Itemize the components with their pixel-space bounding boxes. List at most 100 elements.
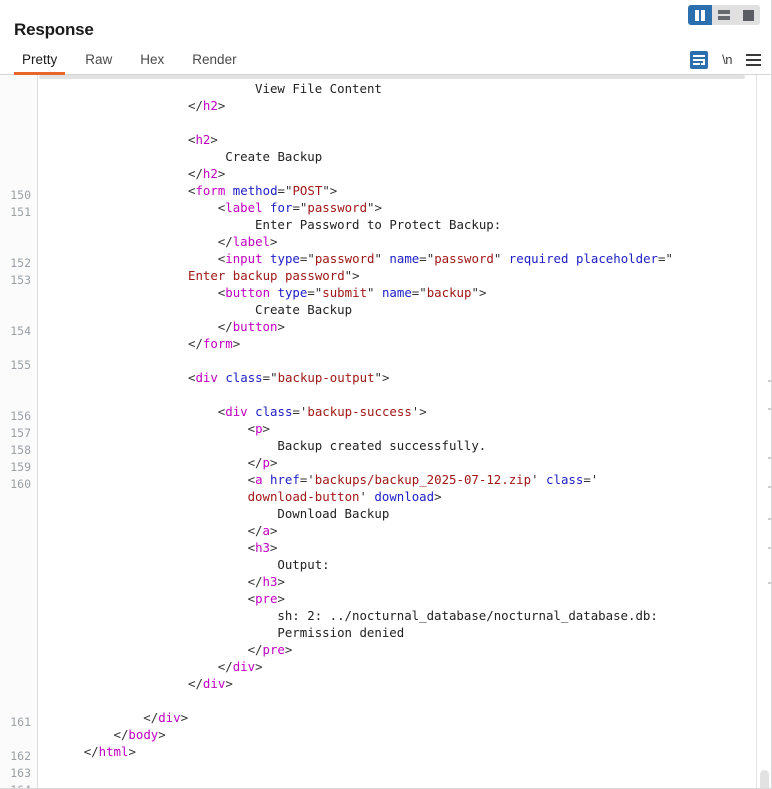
code-token-attr: required bbox=[508, 251, 569, 266]
code-line: Enter backup password"> bbox=[188, 267, 360, 284]
code-token-punct: "> bbox=[322, 183, 338, 198]
layout-split-horizontal-button[interactable] bbox=[712, 5, 736, 25]
code-token-punct: '> bbox=[411, 404, 427, 419]
code-token-tag: body bbox=[128, 727, 159, 742]
layout-split-vertical-button[interactable] bbox=[688, 5, 712, 25]
code-token-val: password bbox=[314, 251, 375, 266]
code-token-tag: pre bbox=[255, 591, 278, 606]
vertical-scrollbar-thumb[interactable] bbox=[760, 770, 769, 788]
line-number: 155 bbox=[10, 358, 31, 372]
code-token-punct: =" bbox=[658, 251, 673, 266]
code-token-punct: < bbox=[188, 183, 196, 198]
code-token-text bbox=[263, 251, 270, 266]
scrollbar-mark bbox=[768, 380, 771, 382]
code-token-tag: a bbox=[262, 523, 270, 538]
code-token-val: Enter backup password bbox=[188, 268, 345, 283]
tab-pretty[interactable]: Pretty bbox=[8, 44, 71, 75]
code-line: </body> bbox=[114, 726, 166, 743]
code-line: Download Backup bbox=[277, 505, 389, 522]
code-token-text bbox=[225, 183, 232, 198]
code-token-val: backup-output bbox=[277, 370, 375, 385]
code-token-attr: type bbox=[270, 251, 300, 266]
code-token-punct: < bbox=[217, 285, 226, 300]
code-token-val: submit bbox=[322, 285, 368, 300]
code-token-punct: "> bbox=[471, 285, 487, 300]
tab-render-label: Render bbox=[192, 51, 237, 67]
horizontal-scrollbar[interactable] bbox=[39, 75, 745, 79]
code-token-val: password bbox=[434, 251, 494, 266]
code-token-punct: </ bbox=[247, 574, 263, 589]
word-wrap-button[interactable] bbox=[690, 50, 709, 69]
code-token-attr: type bbox=[277, 285, 308, 300]
code-token-text: Create Backup bbox=[225, 149, 323, 164]
code-line: </div> bbox=[188, 675, 233, 692]
code-token-tag: h3 bbox=[255, 540, 270, 555]
code-line: </form> bbox=[188, 335, 240, 352]
code-line: download-button' download> bbox=[248, 488, 442, 505]
code-token-tag: a bbox=[255, 472, 263, 487]
editor-tools: \n bbox=[690, 44, 761, 75]
line-number: 154 bbox=[10, 324, 31, 338]
code-token-tag: div bbox=[225, 404, 248, 419]
code-token-punct: > bbox=[277, 574, 285, 589]
code-token-punct: " bbox=[493, 251, 509, 266]
layout-single-pane-button[interactable] bbox=[736, 5, 760, 25]
tab-raw[interactable]: Raw bbox=[71, 44, 126, 74]
code-token-text bbox=[263, 200, 270, 215]
code-line: <div class="backup-output"> bbox=[188, 369, 389, 386]
line-number: 163 bbox=[10, 766, 31, 780]
scrollbar-mark bbox=[768, 518, 771, 520]
code-line: <p> bbox=[248, 420, 270, 437]
code-token-text: Output: bbox=[277, 557, 330, 572]
scrollbar-mark bbox=[768, 457, 771, 459]
code-token-punct: =" bbox=[419, 251, 435, 266]
code-token-val: password bbox=[307, 200, 368, 215]
single-pane-icon bbox=[742, 9, 754, 21]
newline-toggle-button[interactable]: \n bbox=[722, 52, 732, 67]
overflow-menu-button[interactable] bbox=[746, 53, 761, 66]
code-token-text bbox=[263, 472, 270, 487]
code-content[interactable]: View File Content</h2><h2>Create Backup<… bbox=[39, 75, 755, 788]
code-line: Output: bbox=[277, 556, 329, 573]
code-token-attr: placeholder bbox=[575, 251, 659, 266]
code-token-punct: "> bbox=[344, 268, 360, 283]
tab-raw-label: Raw bbox=[85, 51, 113, 67]
code-token-punct: </ bbox=[217, 319, 233, 334]
code-token-attr: name bbox=[381, 285, 412, 300]
code-line: sh: 2: ../nocturnal_database/nocturnal_d… bbox=[277, 607, 657, 624]
code-line: Create Backup bbox=[225, 148, 322, 165]
line-number: 157 bbox=[10, 426, 31, 440]
line-number: 150 bbox=[10, 188, 31, 202]
code-token-punct: > bbox=[269, 455, 278, 470]
vertical-scrollbar[interactable] bbox=[756, 75, 771, 788]
code-line: <label for="password"> bbox=[218, 199, 382, 216]
code-token-punct: </ bbox=[217, 234, 233, 249]
line-number: 151 bbox=[10, 205, 31, 219]
line-number: 156 bbox=[10, 409, 31, 423]
tab-hex[interactable]: Hex bbox=[126, 44, 178, 74]
code-token-tag: pre bbox=[262, 642, 285, 657]
code-line: Create Backup bbox=[255, 301, 352, 318]
code-token-attr: name bbox=[389, 251, 420, 266]
code-token-punct: < bbox=[217, 404, 226, 419]
layout-toggle-group[interactable] bbox=[688, 5, 760, 25]
code-token-punct: </ bbox=[188, 98, 203, 113]
code-token-tag: form bbox=[202, 336, 233, 351]
code-token-punct: </ bbox=[247, 523, 263, 538]
code-token-punct: > bbox=[269, 523, 278, 538]
code-token-val: POST bbox=[292, 183, 323, 198]
code-token-punct: </ bbox=[188, 166, 203, 181]
code-line: </p> bbox=[248, 454, 278, 471]
tab-hex-label: Hex bbox=[140, 51, 165, 67]
code-token-attr: class bbox=[546, 472, 584, 487]
code-token-punct: > bbox=[217, 98, 226, 113]
code-token-punct: </ bbox=[217, 659, 233, 674]
code-token-punct: < bbox=[188, 132, 196, 147]
code-token-punct: =" bbox=[307, 285, 323, 300]
code-token-tag: button bbox=[232, 319, 278, 334]
code-token-text bbox=[270, 285, 277, 300]
tab-render[interactable]: Render bbox=[178, 44, 250, 74]
